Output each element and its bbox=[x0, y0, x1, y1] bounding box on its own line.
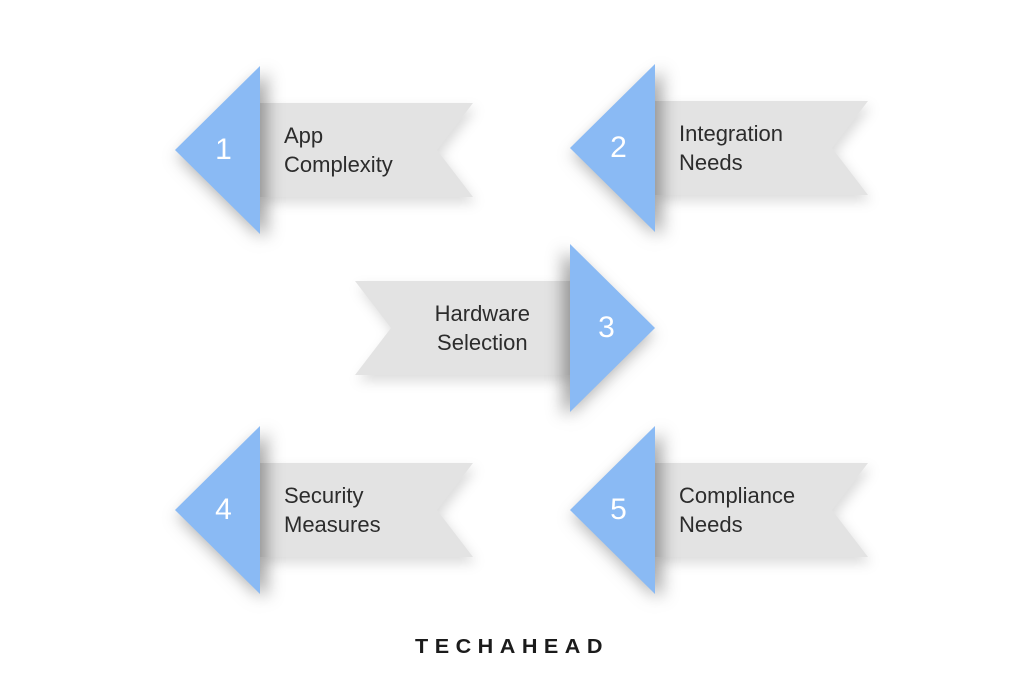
step-5-number: 5 bbox=[610, 493, 627, 526]
step-4-ribbon: Security Measures bbox=[258, 463, 473, 557]
step-1-ribbon: App Complexity bbox=[258, 103, 473, 197]
step-2-label: Integration Needs bbox=[679, 120, 783, 175]
step-4-number: 4 bbox=[215, 493, 232, 526]
step-3-number: 3 bbox=[598, 311, 615, 344]
step-4-arrow-left-icon: 4 bbox=[175, 426, 260, 594]
step-4-label: Security Measures bbox=[284, 482, 381, 537]
step-1-number: 1 bbox=[215, 133, 232, 166]
step-1-label: App Complexity bbox=[284, 122, 393, 177]
step-5-arrow-left-icon: 5 bbox=[570, 426, 655, 594]
step-1-banner: App Complexity bbox=[258, 103, 473, 197]
step-2-number: 2 bbox=[610, 131, 627, 164]
step-2-arrow-left-icon: 2 bbox=[570, 64, 655, 232]
step-3-arrow-right-icon: 3 bbox=[570, 244, 655, 412]
step-1-arrow-left-icon: 1 bbox=[175, 66, 260, 234]
step-4-arrow-shape: 4 bbox=[175, 426, 260, 594]
step-3-arrow-shape: 3 bbox=[570, 244, 655, 412]
step-2-ribbon: Integration Needs bbox=[653, 101, 868, 195]
step-4-banner: Security Measures bbox=[258, 463, 473, 557]
step-5-ribbon: Compliance Needs bbox=[653, 463, 868, 557]
step-5-label: Compliance Needs bbox=[679, 482, 796, 537]
step-5-arrow-shape: 5 bbox=[570, 426, 655, 594]
step-3-banner: Hardware Selection bbox=[355, 281, 570, 375]
step-2-banner: Integration Needs bbox=[653, 101, 868, 195]
step-3-label: Hardware Selection bbox=[434, 300, 530, 355]
step-5-banner: Compliance Needs bbox=[653, 463, 868, 557]
step-1-arrow-shape: 1 bbox=[175, 66, 260, 234]
step-2-arrow-shape: 2 bbox=[570, 64, 655, 232]
techahead-logo: TECHAHEAD bbox=[415, 636, 609, 658]
step-3-ribbon: Hardware Selection bbox=[355, 281, 570, 375]
